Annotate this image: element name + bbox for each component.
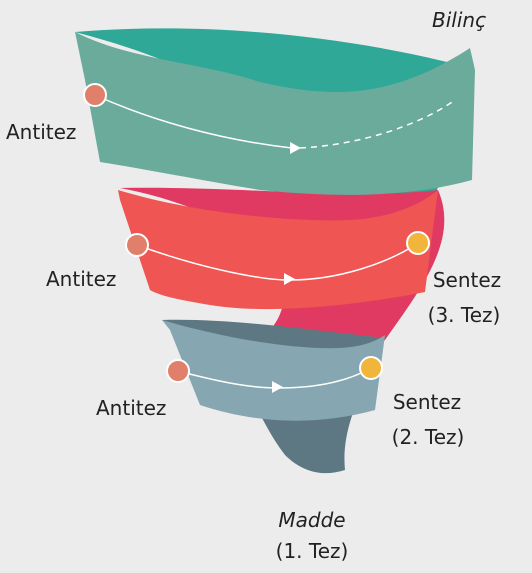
bottom-band: [162, 320, 385, 421]
bottom-band-antitez-label: Antitez: [96, 396, 167, 420]
bottom-band-sentez-sublabel: (2. Tez): [391, 425, 465, 449]
top-flow-line-dashed: [299, 99, 456, 149]
middle-flow-arrowhead: [284, 273, 295, 285]
bottom-antitez-dot: [166, 359, 190, 383]
middle-band: [118, 190, 438, 310]
middle-sentez-dot: [406, 231, 430, 255]
middle-antitez-dot: [125, 233, 149, 257]
top-band: [75, 32, 475, 195]
bottom-band-sentez-label: Sentez: [392, 390, 462, 414]
bottom-flow-arrowhead: [272, 381, 283, 393]
middle-band-antitez-label: Antitez: [46, 267, 117, 291]
middle-band-sentez-sublabel: (3. Tez): [427, 303, 501, 327]
bottom-sentez-dot: [359, 356, 383, 380]
top-antitez-dot: [83, 83, 107, 107]
bottom-label: Madde: [278, 508, 346, 532]
top-label: Bilinç: [432, 8, 487, 32]
top-flow-arrowhead: [290, 142, 301, 154]
bottom-sublabel: (1. Tez): [275, 539, 349, 563]
top-band-antitez-label: Antitez: [6, 120, 77, 144]
top-flow-line: [94, 94, 293, 149]
middle-band-sentez-label: Sentez: [432, 268, 502, 292]
